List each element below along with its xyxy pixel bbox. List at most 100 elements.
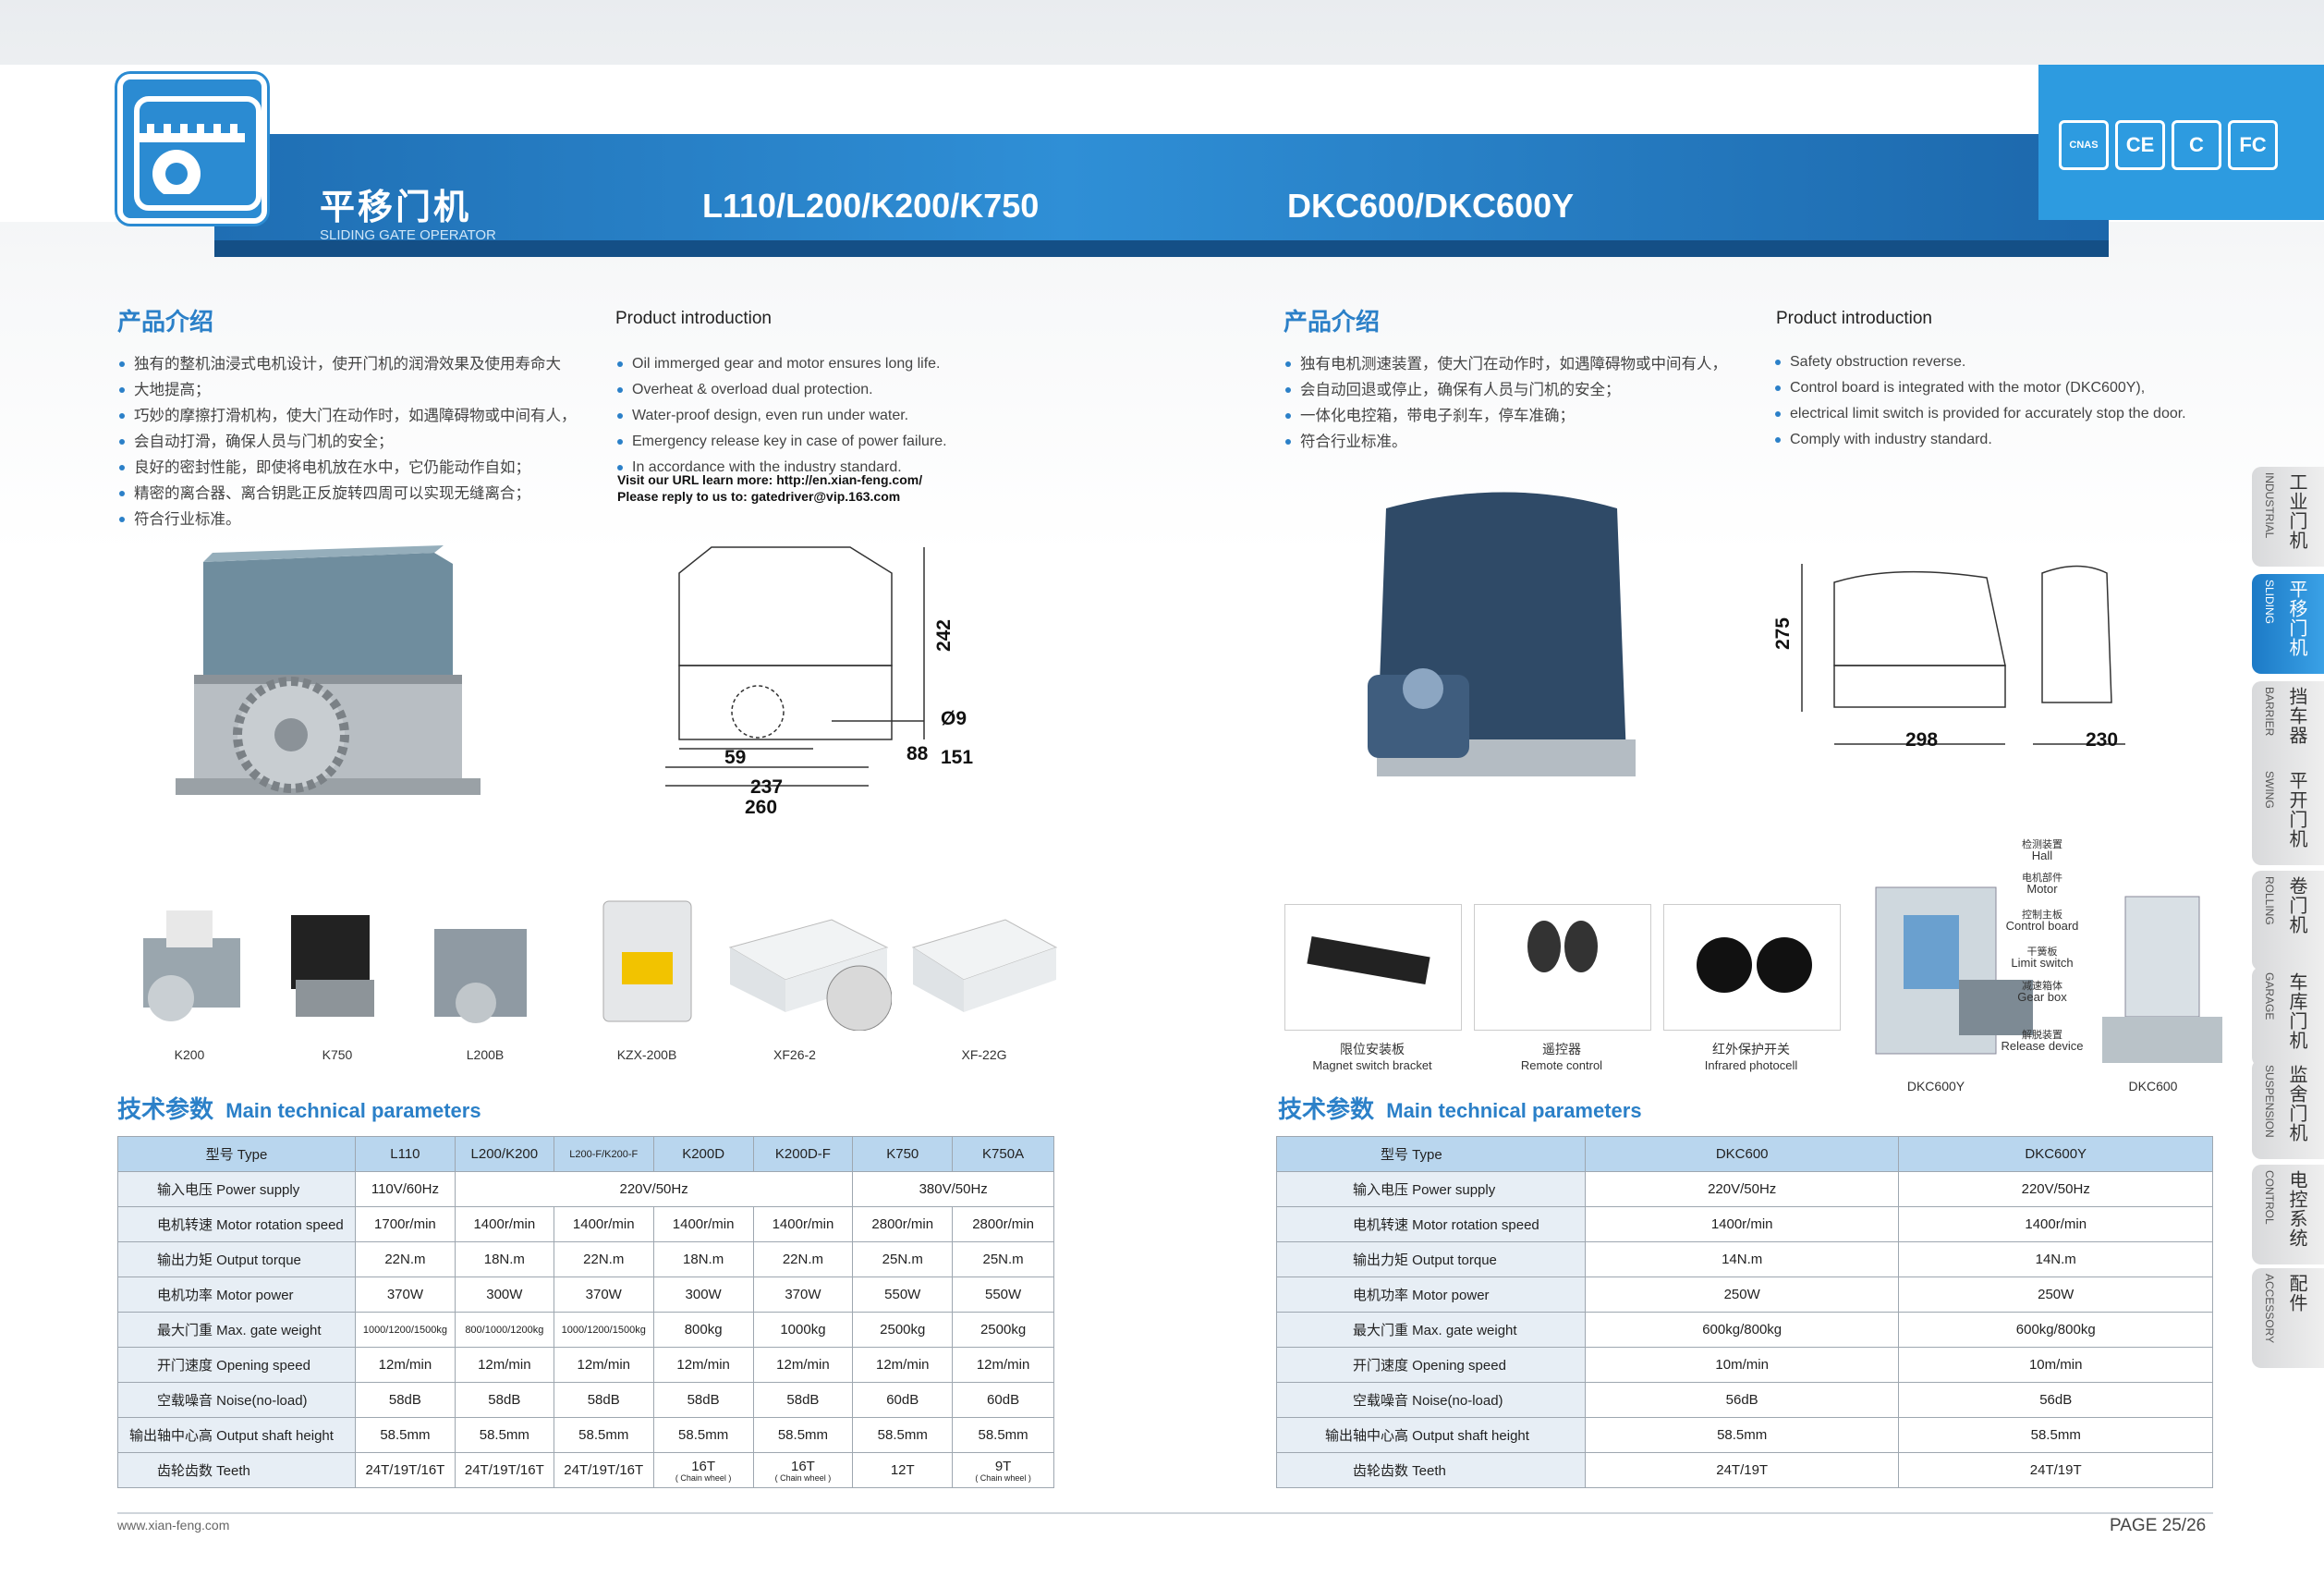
tech-title-cn: 技术参数 bbox=[1278, 1095, 1375, 1123]
col-k750a: K750A bbox=[952, 1136, 1054, 1172]
row-label: 输出轴中心高 Output shaft height bbox=[1276, 1417, 1586, 1453]
right-intro-cn-list: 独有电机测速装置，使大门在动作时，如遇障碍物或中间有人， 会自动回退或停止，确保… bbox=[1284, 351, 1764, 455]
table-cell: 58dB bbox=[752, 1382, 854, 1418]
table-cell: 250W bbox=[1898, 1277, 2213, 1313]
table-header-row: 型号 Type L110 L200/K200 L200-F/K200-F K20… bbox=[117, 1136, 1054, 1172]
contact-info: Visit our URL learn more: http://en.xian… bbox=[617, 471, 922, 505]
thumb-label-k750: K750 bbox=[322, 1047, 353, 1062]
table-cell: 250W bbox=[1584, 1277, 1900, 1313]
row-label: 输出轴中心高 Output shaft height bbox=[117, 1417, 356, 1453]
list-item: 会自动打滑，确保人员与门机的安全； bbox=[117, 429, 598, 455]
list-item: 大地提高； bbox=[117, 377, 598, 403]
dim-height: 242 bbox=[933, 619, 955, 653]
table-cell: 24T/19T bbox=[1584, 1452, 1900, 1488]
table-cell: 22N.m bbox=[354, 1241, 456, 1277]
table-cell: 58.5mm bbox=[1898, 1417, 2213, 1453]
col-k200d: K200D bbox=[652, 1136, 754, 1172]
table-cell: 600kg/800kg bbox=[1898, 1312, 2213, 1348]
tech-title-en: Main technical parameters bbox=[1386, 1099, 1642, 1122]
footer-divider bbox=[117, 1512, 2213, 1514]
page-number: PAGE 25/26 bbox=[2110, 1516, 2207, 1535]
table-cell: 16T( Chain wheel ) bbox=[752, 1452, 854, 1488]
table-cell: 60dB bbox=[852, 1382, 954, 1418]
table-cell: 1400r/min bbox=[1584, 1206, 1900, 1242]
list-item: 会自动回退或停止，确保有人员与门机的安全； bbox=[1284, 377, 1764, 403]
table-cell: 56dB bbox=[1898, 1382, 2213, 1418]
row-label: 最大门重 Max. gate weight bbox=[1276, 1312, 1586, 1348]
table-cell: 10m/min bbox=[1584, 1347, 1900, 1383]
right-tech-title: 技术参数 Main technical parameters bbox=[1278, 1091, 1642, 1125]
table-cell: 58.5mm bbox=[354, 1417, 456, 1453]
row-label: 输入电压 Power supply bbox=[117, 1171, 356, 1207]
table-row: 输出轴中心高 Output shaft height 58.5mm 58.5mm bbox=[1276, 1417, 2213, 1453]
model-label-dkc600: DKC600 bbox=[2128, 1079, 2178, 1093]
table-cell: 58.5mm bbox=[652, 1417, 754, 1453]
table-cell: 18N.m bbox=[652, 1241, 754, 1277]
table-cell: 9T( Chain wheel ) bbox=[952, 1452, 1054, 1488]
models-left-title: L110/L200/K200/K750 bbox=[702, 187, 1040, 225]
dim-59: 59 bbox=[724, 747, 747, 768]
left-intro-en-list: Oil immerged gear and motor ensures long… bbox=[615, 351, 1022, 481]
tech-title-cn: 技术参数 bbox=[117, 1095, 214, 1123]
table-cell: 24T/19T bbox=[1898, 1452, 2213, 1488]
list-item: Water-proof design, even run under water… bbox=[615, 403, 1022, 429]
row-label: 开门速度 Opening speed bbox=[1276, 1347, 1586, 1383]
header-blue-bar bbox=[214, 134, 2109, 257]
row-label: 电机功率 Motor power bbox=[117, 1277, 356, 1313]
col-k750: K750 bbox=[852, 1136, 954, 1172]
table-row: 电机功率 Motor power 370W 300W 370W 300W 370… bbox=[117, 1277, 1054, 1313]
table-cell: 24T/19T/16T bbox=[553, 1452, 654, 1488]
model-label-dkc600y: DKC600Y bbox=[1906, 1079, 1965, 1093]
sliding-gate-logo-icon bbox=[117, 74, 267, 224]
row-label: 输入电压 Power supply bbox=[1276, 1171, 1586, 1207]
table-cell: 1400r/min bbox=[652, 1206, 754, 1242]
table-cell: 58.5mm bbox=[852, 1417, 954, 1453]
col-k200d-f: K200D-F bbox=[752, 1136, 854, 1172]
dim-151: 151 bbox=[941, 747, 974, 768]
k750-image bbox=[291, 915, 374, 1017]
table-row: 输入电压 Power supply 220V/50Hz 220V/50Hz bbox=[1276, 1171, 2213, 1207]
dim-237: 237 bbox=[750, 776, 784, 798]
table-cell: 1400r/min bbox=[454, 1206, 554, 1242]
left-intro-title-cn: 产品介绍 bbox=[117, 308, 214, 336]
table-cell: 12m/min bbox=[852, 1347, 954, 1383]
table-row: 开门速度 Opening speed 10m/min 10m/min bbox=[1276, 1347, 2213, 1383]
table-cell: 300W bbox=[454, 1277, 554, 1313]
tech-title-en: Main technical parameters bbox=[225, 1099, 481, 1122]
table-cell: 12m/min bbox=[952, 1347, 1054, 1383]
list-item: 良好的密封性能，即使将电机放在水中，它仍能动作自如； bbox=[117, 455, 598, 481]
table-cell: 25N.m bbox=[852, 1241, 954, 1277]
list-item: Safety obstruction reverse. bbox=[1773, 349, 2217, 375]
table-row: 输入电压 Power supply 110V/60Hz 220V/50Hz 38… bbox=[117, 1171, 1054, 1207]
row-label: 输出力矩 Output torque bbox=[1276, 1241, 1586, 1277]
table-cell: 220V/50Hz bbox=[454, 1171, 854, 1207]
c-cert-icon: C bbox=[2172, 120, 2221, 170]
table-cell: 12m/min bbox=[354, 1347, 456, 1383]
dkc600-motor-image bbox=[1368, 492, 1636, 776]
table-cell: 1400r/min bbox=[1898, 1206, 2213, 1242]
table-row: 最大门重 Max. gate weight 1000/1200/1500kg 8… bbox=[117, 1312, 1054, 1348]
table-row: 空载噪音 Noise(no-load) 56dB 56dB bbox=[1276, 1382, 2213, 1418]
table-row: 空载噪音 Noise(no-load) 58dB 58dB 58dB 58dB … bbox=[117, 1382, 1054, 1418]
l200-dimension-drawing bbox=[665, 546, 925, 787]
l200-motor-image bbox=[176, 545, 481, 795]
table-cell: 800/1000/1200kg bbox=[454, 1312, 554, 1348]
table-cell: 12m/min bbox=[752, 1347, 854, 1383]
table-cell: 56dB bbox=[1584, 1382, 1900, 1418]
xf-22g-image bbox=[911, 919, 1058, 1012]
row-label: 输出力矩 Output torque bbox=[117, 1241, 356, 1277]
table-row: 电机功率 Motor power 250W 250W bbox=[1276, 1277, 2213, 1313]
table-cell: 58.5mm bbox=[952, 1417, 1054, 1453]
xf26-2-image bbox=[728, 919, 892, 1031]
